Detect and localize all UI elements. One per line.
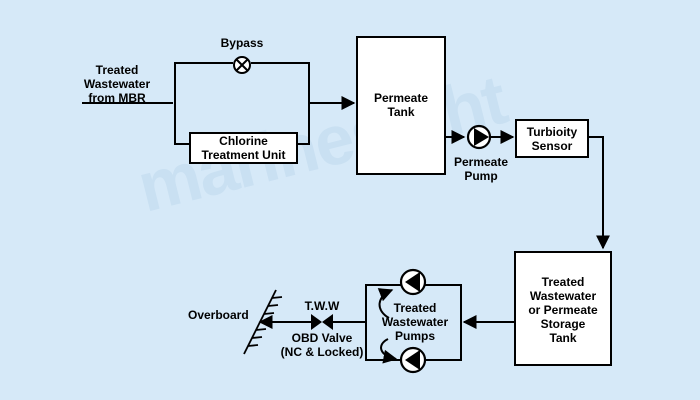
pump-icon [466, 124, 492, 150]
chlorine-loop [174, 103, 310, 145]
overboard-label: Overboard [188, 308, 249, 322]
storage-tank-label: Treated Wastewater or Permeate Storage T… [528, 275, 598, 345]
pump-icon [399, 346, 427, 374]
hull-hatch-icon [243, 289, 283, 355]
bypass-label: Bypass [220, 36, 264, 50]
tww-pumps-label: Treated Wastewater Pumps [381, 301, 449, 343]
input-label: Treated Wastewater from MBR [83, 63, 151, 105]
tww-label: T.W.W [304, 299, 340, 313]
curved-arrow-icon [377, 288, 394, 319]
storage-tank [514, 251, 612, 366]
bypass-loop [174, 62, 310, 103]
turbidity-sensor-label: Turbioity Sensor [526, 125, 578, 153]
turbidity-sensor [515, 119, 589, 158]
chlorine-treatment-unit [189, 132, 298, 164]
permeate-pump-label: Permeate Pump [453, 155, 509, 183]
pump-icon [399, 268, 427, 296]
permeate-tank [356, 36, 446, 175]
valve-x-icon [233, 56, 251, 74]
chlorine-unit-label: Chlorine Treatment Unit [201, 134, 286, 162]
obd-valve-label: OBD Valve (NC & Locked) [280, 331, 364, 359]
permeate-tank-label: Permeate Tank [373, 91, 429, 119]
gate-valve-icon [311, 314, 333, 330]
flow-to-storage-tank [588, 136, 610, 250]
curved-arrow-icon [380, 338, 398, 364]
